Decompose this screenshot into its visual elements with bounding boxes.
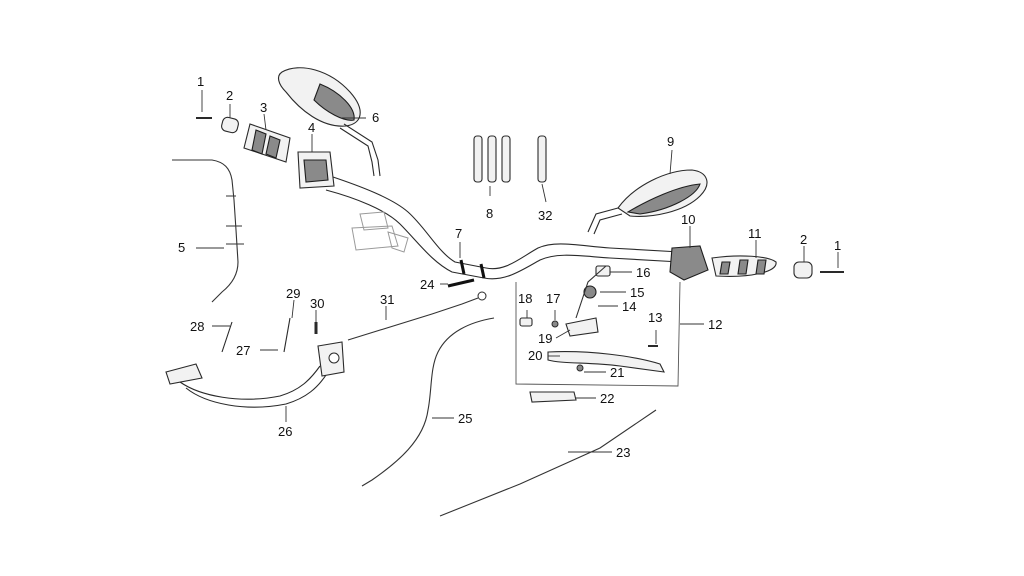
- callout-30: 30: [310, 296, 324, 311]
- callout-21: 21: [610, 365, 624, 380]
- callout-17: 17: [546, 291, 560, 306]
- callout-22: 22: [600, 391, 614, 406]
- callout-1-right: 1: [834, 238, 841, 253]
- callout-28: 28: [190, 319, 204, 334]
- callout-3: 3: [260, 100, 267, 115]
- callout-labels: 1 2 3 4 5 6 7 8 32 9 10 11 2 1 12 13 14 …: [178, 74, 841, 460]
- rubber-straps: [473, 135, 547, 183]
- callout-8: 8: [486, 206, 493, 221]
- callout-29: 29: [286, 286, 300, 301]
- callout-25: 25: [458, 411, 472, 426]
- right-mirror: [587, 169, 708, 235]
- callout-1-left: 1: [197, 74, 204, 89]
- spring-24: [447, 278, 475, 288]
- callout-32: 32: [538, 208, 552, 223]
- choke-cable: [172, 159, 244, 303]
- brake-cable-23: [439, 409, 657, 517]
- leader-lines: [196, 90, 839, 453]
- handlebar: [325, 175, 681, 280]
- callout-13: 13: [648, 310, 662, 325]
- callout-31: 31: [380, 292, 394, 307]
- lever-assembly: [515, 265, 681, 403]
- callout-9: 9: [667, 134, 674, 149]
- callout-12: 12: [708, 317, 722, 332]
- callout-24: 24: [420, 277, 434, 292]
- callout-2-right: 2: [800, 232, 807, 247]
- left-grip-group: [196, 116, 335, 189]
- brake-pedal: [165, 317, 345, 408]
- callout-19: 19: [538, 331, 552, 346]
- callout-11: 11: [748, 226, 762, 241]
- brake-cable-25: [361, 317, 495, 487]
- callout-7: 7: [455, 226, 462, 241]
- callout-23: 23: [616, 445, 630, 460]
- left-mirror: [277, 67, 381, 177]
- callout-4: 4: [308, 120, 315, 135]
- callout-20: 20: [528, 348, 542, 363]
- callout-14: 14: [622, 299, 636, 314]
- callout-18: 18: [518, 291, 532, 306]
- callout-15: 15: [630, 285, 644, 300]
- callout-16: 16: [636, 265, 650, 280]
- callout-5: 5: [178, 240, 185, 255]
- callout-26: 26: [278, 424, 292, 439]
- right-grip-group: [669, 245, 844, 281]
- callout-6: 6: [372, 110, 379, 125]
- brake-rod: [347, 291, 487, 341]
- callout-10: 10: [681, 212, 695, 227]
- callout-27: 27: [236, 343, 250, 358]
- callout-2-left: 2: [226, 88, 233, 103]
